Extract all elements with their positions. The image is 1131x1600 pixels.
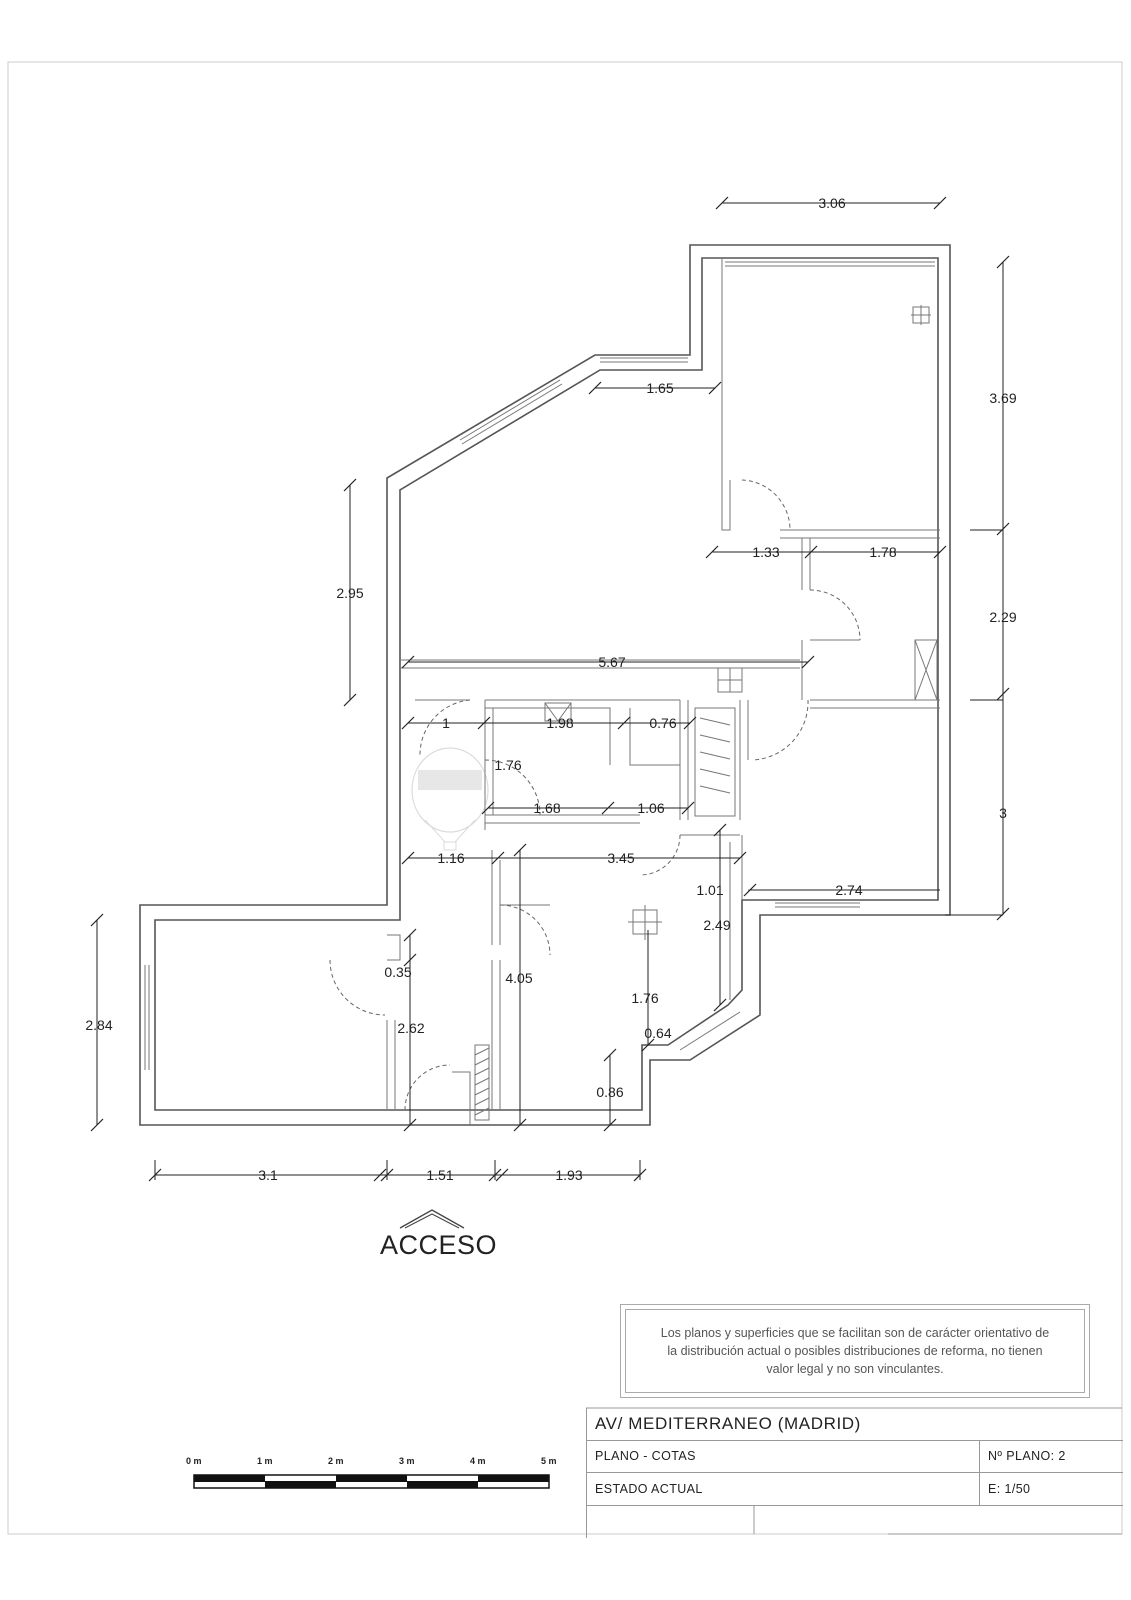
disclaimer-line-1: Los planos y superficies que se facilita… <box>660 1325 1050 1340</box>
exterior-walls <box>139 244 951 1126</box>
dim-hall-b: 1.78 <box>869 544 896 560</box>
dim-corridor-upper: 1.65 <box>646 380 673 396</box>
scale-label-1: 1 m <box>257 1456 273 1466</box>
dim-row-e: 1.06 <box>637 800 664 816</box>
dim-vert-f: 0.64 <box>644 1025 671 1041</box>
dim-right-upper: 3.69 <box>989 390 1016 406</box>
dim-row-c: 0.76 <box>649 715 676 731</box>
dim-vert-e: 1.76 <box>631 990 658 1006</box>
scale-label-0: 0 m <box>186 1456 202 1466</box>
interior-walls <box>144 258 940 1125</box>
plan-number: Nº PLANO: 2 <box>979 1440 1066 1472</box>
title-block: AV/ MEDITERRANEO (MADRID) PLANO - COTAS … <box>586 1408 1123 1538</box>
dim-hall-a: 1.33 <box>752 544 779 560</box>
scale-bar <box>193 1474 550 1489</box>
title-row-address: AV/ MEDITERRANEO (MADRID) <box>587 1408 1123 1441</box>
dim-row-b: 1.98 <box>546 715 573 731</box>
disclaimer-line-3: valor legal y no son vinculantes. <box>766 1362 944 1377</box>
dim-vert-g: 0.86 <box>596 1084 623 1100</box>
disclaimer-line-2: la distribución actual o posibles distri… <box>667 1343 1043 1358</box>
plan-state: ESTADO ACTUAL <box>595 1481 703 1496</box>
dim-bottom-b: 1.51 <box>426 1167 453 1183</box>
access-label: ACCESO <box>380 1230 498 1260</box>
dim-vert-b: 4.05 <box>505 970 532 986</box>
scale-label-3: 3 m <box>399 1456 415 1466</box>
dim-vert-a: 2.49 <box>703 917 730 933</box>
title-row-state: ESTADO ACTUAL E: 1/50 <box>587 1472 1123 1506</box>
dim-right-lower: 3 <box>999 805 1007 821</box>
dimension-lines <box>90 196 1010 1229</box>
dim-row-h: 1.01 <box>696 882 723 898</box>
dim-right-middle: 2.29 <box>989 609 1016 625</box>
dim-row-a: 1 <box>442 715 450 731</box>
balloon-watermark-icon <box>411 747 489 851</box>
dim-left-lower: 2.84 <box>85 1017 112 1033</box>
scale-label-5: 5 m <box>541 1456 557 1466</box>
dim-row-g: 3.45 <box>607 850 634 866</box>
project-address: AV/ MEDITERRANEO (MADRID) <box>595 1414 861 1433</box>
dim-bottom-a: 3.1 <box>258 1167 278 1183</box>
title-row-plan: PLANO - COTAS Nº PLANO: 2 <box>587 1440 1123 1473</box>
dim-vert-c: 0.35 <box>384 964 411 980</box>
plan-type: PLANO - COTAS <box>595 1449 696 1463</box>
dim-bottom-c: 1.93 <box>555 1167 582 1183</box>
sheet-border <box>7 61 1123 1535</box>
dim-row-f: 1.16 <box>437 850 464 866</box>
door-swings <box>329 479 861 1111</box>
scale-label-4: 4 m <box>470 1456 486 1466</box>
dimension-labels: 3.06 3.69 2.29 3 2.95 2.84 1.65 1.33 1.7… <box>85 195 1016 1183</box>
dim-kitchen-h: 1.76 <box>494 757 521 773</box>
dim-main-width: 5.67 <box>598 654 625 670</box>
plan-scale: E: 1/50 <box>979 1472 1030 1505</box>
dim-vert-d: 2.62 <box>397 1020 424 1036</box>
title-block-frame <box>586 1407 1122 1535</box>
disclaimer-text: Los planos y superficies que se facilita… <box>625 1309 1085 1393</box>
dim-left-upper: 2.95 <box>336 585 363 601</box>
scale-label-2: 2 m <box>328 1456 344 1466</box>
disclaimer-box: Los planos y superficies que se facilita… <box>620 1304 1090 1398</box>
dim-top-width: 3.06 <box>818 195 845 211</box>
dim-row-i: 2.74 <box>835 882 862 898</box>
dim-row-d: 1.68 <box>533 800 560 816</box>
